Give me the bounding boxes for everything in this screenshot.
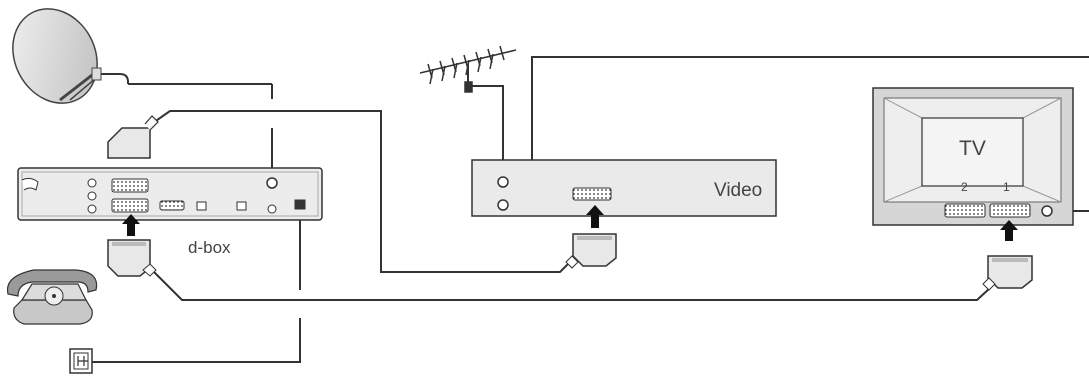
- tv-rf-in: [1041, 205, 1053, 217]
- dbox-modem-port: [294, 199, 306, 210]
- cable-dbox-to-tv: [149, 267, 991, 301]
- arrow-up-icon: [122, 214, 140, 236]
- scart-plug-video: [565, 233, 617, 269]
- tv-scart-2: [944, 203, 986, 218]
- cable-modem-to-socket-lower: [90, 318, 301, 363]
- arrow-up-icon: [586, 205, 604, 228]
- video-recorder-device: [471, 159, 777, 217]
- dbox-device: [17, 167, 323, 221]
- tv-label: TV: [959, 137, 986, 160]
- dbox-lnb-in: [266, 177, 278, 189]
- satellite-dish-icon: [12, 8, 272, 104]
- scart-plug-dbox-top: [107, 115, 159, 159]
- tv-scart-2-label: 2: [961, 180, 968, 194]
- video-scart: [572, 187, 612, 201]
- tv-scart-1: [989, 203, 1031, 218]
- cable-dbox-to-video: [149, 110, 573, 273]
- arrow-up-icon: [1000, 220, 1018, 241]
- telephone-icon: [6, 269, 98, 325]
- dbox-label: d-box: [188, 238, 231, 257]
- antenna-icon: [419, 45, 517, 93]
- dbox-scart-bottom: [111, 198, 149, 213]
- video-rf-out: [497, 199, 509, 211]
- scart-plug-dbox-bottom: [107, 239, 157, 277]
- scart-plug-tv: [982, 255, 1033, 291]
- dbox-scart-top: [111, 178, 149, 193]
- tv-device: [872, 87, 1074, 226]
- tv-scart-1-label: 1: [1003, 180, 1010, 194]
- tv-screen: [921, 117, 1024, 187]
- video-rf-in: [497, 176, 509, 188]
- cable-antenna-to-video: [472, 85, 504, 177]
- video-label: Video: [714, 180, 763, 201]
- wall-socket-icon: [69, 348, 93, 374]
